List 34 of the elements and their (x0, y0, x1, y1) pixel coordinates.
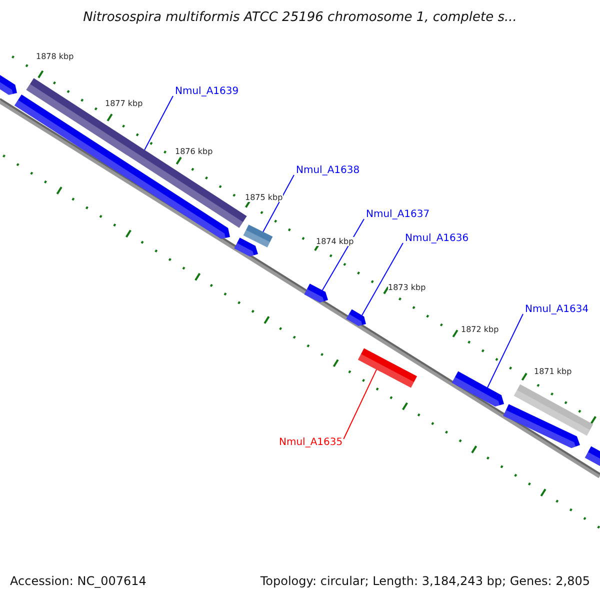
gene-label: Nmul_A1637 (366, 209, 430, 220)
scale-label: 1875 kbp (245, 193, 283, 202)
gene-feature (304, 284, 328, 303)
leader-line (322, 218, 364, 291)
leader-line (144, 96, 174, 150)
leader-line (343, 369, 378, 440)
scale-label: 1873 kbp (388, 283, 426, 292)
gene-feature (243, 224, 273, 248)
gene-feature (358, 348, 418, 388)
scale-label: 1874 kbp (316, 237, 354, 246)
gene-feature (503, 404, 580, 448)
gene-feature (452, 371, 504, 407)
gene-label: Nmul_A1638 (296, 165, 360, 176)
scale-label: 1877 kbp (105, 99, 143, 108)
scale-label: 1871 kbp (534, 367, 572, 376)
gene-label: Nmul_A1636 (405, 233, 469, 244)
leader-line (487, 314, 524, 388)
title: Nitrosospira multiformis ATCC 25196 chromosome 1, complete s... (82, 10, 518, 25)
gene-feature (346, 309, 366, 326)
genome-info-text: Topology: circular; Length: 3,184,243 bp; Genes: 2,805 (260, 574, 590, 588)
gene-label: Nmul_A1634 (525, 304, 589, 315)
gene-feature (14, 94, 230, 239)
scale-label: 1876 kbp (175, 147, 213, 156)
gene-feature (26, 78, 247, 228)
gene-feature (234, 238, 258, 257)
leader-line (262, 174, 294, 232)
gene-label: Nmul_A1639 (175, 86, 239, 97)
gene-label: Nmul_A1635 (279, 437, 343, 448)
scale-label: 1878 kbp (36, 52, 74, 61)
gene-feature (514, 384, 594, 436)
gene-feature (584, 446, 600, 467)
accession-text: Accession: NC_007614 (10, 574, 146, 588)
scale-label: 1872 kbp (461, 325, 499, 334)
leader-line (362, 242, 404, 316)
